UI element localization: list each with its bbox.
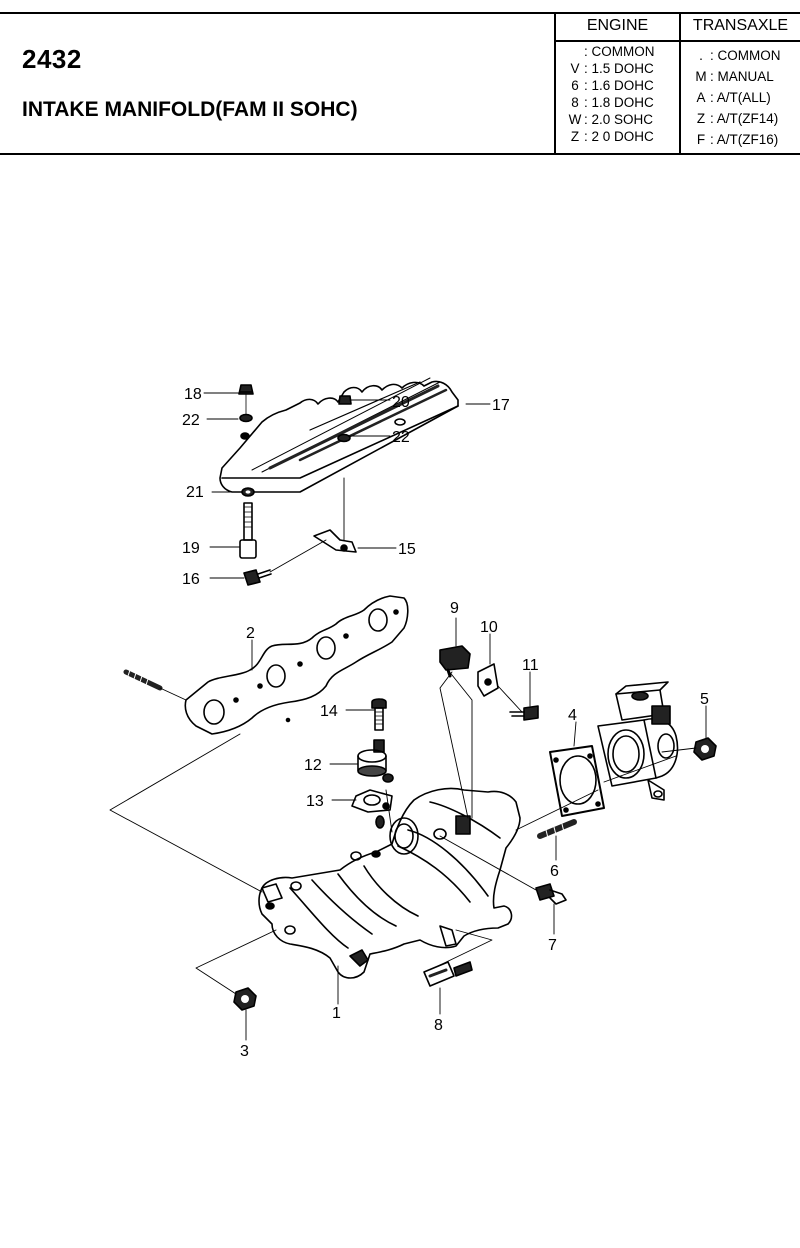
- bolt-11: [509, 705, 539, 721]
- transaxle-legend: .: COMMON M: MANUAL A: A/T(ALL) Z: A/T(Z…: [692, 45, 781, 150]
- gasket-4: [549, 745, 605, 817]
- stud-19: [239, 502, 257, 559]
- transaxle-heading: TRANSAXLE: [692, 17, 789, 34]
- sensor-7: [535, 883, 567, 905]
- transaxle-column-divider: [679, 12, 681, 155]
- transaxle-legend-row: A: A/T(ALL): [696, 90, 771, 105]
- callout-16: 16: [182, 571, 200, 588]
- callout-11: 11: [522, 657, 539, 674]
- bracket-15: [313, 529, 357, 553]
- bolt-20: [338, 395, 352, 405]
- bolt-16: [243, 569, 272, 586]
- bolt-18: [238, 384, 254, 395]
- gasket-13: [351, 789, 393, 829]
- bracket-10: [477, 663, 499, 697]
- callout-6: 6: [550, 863, 559, 880]
- stud-upper-left: [123, 669, 163, 691]
- callout-19: 19: [182, 540, 200, 557]
- leader-lines: [109, 392, 707, 1041]
- engine-legend-row: Z: 2 0 DOHC: [570, 129, 654, 144]
- callout-22-right: 22: [392, 429, 410, 446]
- callout-14: 14: [320, 703, 338, 720]
- callout-18: 18: [184, 386, 202, 403]
- sensor-9: [439, 645, 471, 678]
- callout-1: 1: [332, 1005, 341, 1022]
- header: 2432 INTAKE MANIFOLD(FAM II SOHC) ENGINE…: [0, 0, 800, 157]
- transaxle-legend-row: .: COMMON: [699, 48, 781, 63]
- engine-legend-row: V: 1.5 DOHC: [570, 61, 654, 76]
- callout-20: 20: [392, 394, 410, 411]
- engine-legend-row: W: 2.0 SOHC: [568, 112, 654, 127]
- sensor-8: [423, 961, 473, 987]
- engine-legend-row: 8: 1.8 DOHC: [571, 95, 654, 110]
- nut-5: [693, 737, 717, 761]
- gasket-2: [184, 595, 409, 735]
- callout-9: 9: [450, 600, 459, 617]
- engine-column-divider: [554, 12, 556, 155]
- callout-5: 5: [700, 691, 709, 708]
- manifold-cover: [219, 377, 459, 493]
- callout-13: 13: [306, 793, 324, 810]
- washer-21: [241, 487, 255, 497]
- engine-legend-row: 6: 1.6 DOHC: [571, 78, 654, 93]
- washer-22-right: [337, 433, 351, 443]
- stud-6: [537, 819, 577, 839]
- engine-legend: : COMMON V: 1.5 DOHC 6: 1.6 DOHC 8: 1.8 …: [566, 43, 655, 145]
- callout-3: 3: [240, 1043, 249, 1060]
- section-code: 2432: [22, 44, 82, 74]
- header-top-rule: [0, 12, 800, 14]
- callout-8: 8: [434, 1017, 443, 1034]
- transaxle-legend-row: Z: A/T(ZF14): [696, 111, 779, 126]
- throttle-body: [597, 681, 679, 801]
- callout-22-left: 22: [182, 412, 200, 429]
- intake-manifold-1: [258, 787, 521, 979]
- header-bottom-rule: [0, 153, 800, 155]
- callout-21: 21: [186, 484, 204, 501]
- column-heading-rule: [556, 40, 800, 42]
- callout-2: 2: [246, 625, 255, 642]
- section-title: INTAKE MANIFOLD(FAM II SOHC): [22, 98, 358, 121]
- callout-17: 17: [492, 397, 510, 414]
- callout-labels: 18 22 20 22 17 21 19 15 16 2 9 10 11 14 …: [182, 386, 709, 1060]
- engine-heading: ENGINE: [586, 17, 649, 34]
- callout-7: 7: [548, 937, 557, 954]
- transaxle-legend-row: M: MANUAL: [695, 69, 774, 84]
- callout-15: 15: [398, 541, 416, 558]
- callout-4: 4: [568, 707, 577, 724]
- callout-10: 10: [480, 619, 498, 636]
- engine-legend-row: : COMMON: [584, 44, 655, 59]
- egr-valve-12: [357, 739, 394, 783]
- washer-22-left: [239, 413, 253, 423]
- callout-12: 12: [304, 757, 322, 774]
- nut-3: [233, 987, 257, 1011]
- transaxle-legend-row: F: A/T(ZF16): [696, 132, 779, 147]
- bolt-14: [371, 698, 387, 731]
